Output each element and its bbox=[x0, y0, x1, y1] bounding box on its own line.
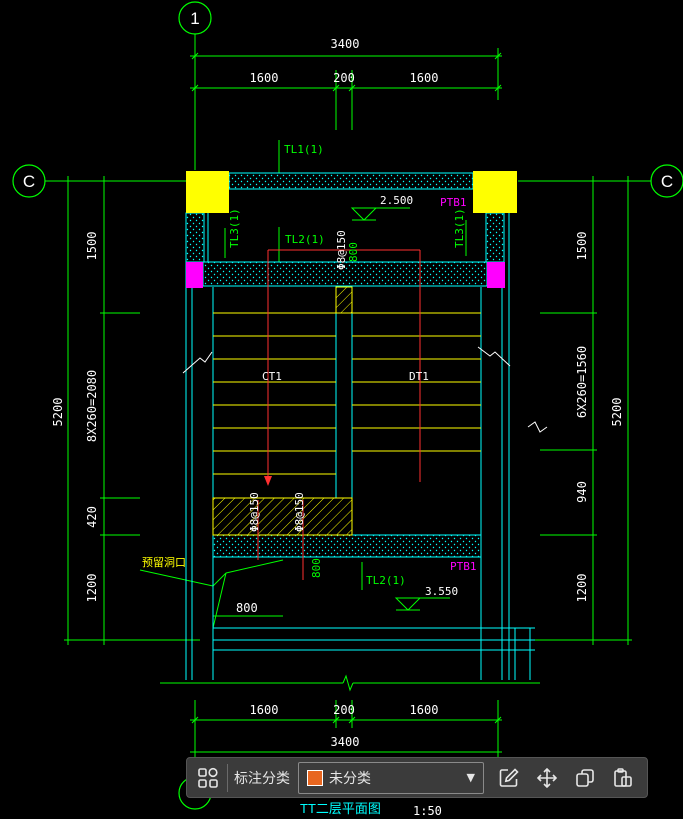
dim-bottom-seg-3: 1600 bbox=[410, 703, 439, 717]
drawing-scale: 1:50 bbox=[413, 804, 442, 818]
label-note: 预留洞口 bbox=[142, 556, 186, 569]
annotations: TL1(1) TL3(1) TL3(1) TL2(1) TL2(1) PTB1 … bbox=[142, 143, 477, 818]
column-top-right bbox=[473, 171, 517, 213]
svg-text:1: 1 bbox=[190, 9, 199, 28]
dim-bottom-total: 3400 bbox=[331, 735, 360, 749]
dim-left-seg-3: 420 bbox=[85, 506, 99, 528]
chevron-down-icon: ▼ bbox=[466, 771, 475, 784]
svg-text:C: C bbox=[23, 172, 35, 191]
walls bbox=[185, 213, 535, 680]
copy-icon[interactable] bbox=[572, 765, 598, 791]
category-color-swatch bbox=[307, 769, 323, 786]
hatch-landing bbox=[212, 497, 353, 536]
grid-apps-icon[interactable] bbox=[195, 765, 221, 791]
dim-left-seg-1: 1500 bbox=[85, 232, 99, 261]
label-tl1-top: TL1(1) bbox=[284, 143, 324, 156]
dim-right-seg-1: 1500 bbox=[575, 232, 589, 261]
elevation-marker-bottom bbox=[394, 597, 422, 611]
beam-tl2-strip-bottom bbox=[212, 534, 482, 558]
stair-treads bbox=[213, 312, 481, 499]
label-rebar-bottom-len: 800 bbox=[310, 558, 323, 578]
dim-top-seg-2: 200 bbox=[333, 71, 355, 85]
category-selected-value: 未分类 bbox=[329, 770, 371, 787]
dimension-texts: 3400 1600 200 1600 1600 200 1600 3400 52… bbox=[51, 37, 624, 749]
dim-right-seg-3: 940 bbox=[575, 481, 589, 503]
label-tl2-top: TL2(1) bbox=[285, 233, 325, 246]
label-rebar-top: Φ8@150 bbox=[335, 230, 348, 270]
label-stair-dt1: DT1 bbox=[409, 370, 429, 383]
wall-strip-left bbox=[185, 212, 205, 263]
axis-bubble-c-left: C bbox=[12, 164, 46, 198]
label-ptb1-bottom: PTB1 bbox=[450, 560, 477, 573]
dim-top-seg-1: 1600 bbox=[250, 71, 279, 85]
drawing-title: TT二层平面图 bbox=[300, 801, 381, 816]
label-rebar-top-len: 800 bbox=[347, 242, 360, 262]
elevation-marker-top bbox=[350, 207, 378, 221]
dim-bottom-seg-2: 200 bbox=[333, 703, 355, 717]
dim-right-seg-4: 1200 bbox=[575, 574, 589, 603]
direction-lines bbox=[257, 249, 421, 580]
edit-icon[interactable] bbox=[496, 765, 522, 791]
label-rebar-bottom-b: Φ8@150 bbox=[293, 492, 306, 532]
label-elev-bottom: 3.550 bbox=[425, 585, 458, 598]
annotation-toolbar: 标注分类 未分类 ▼ bbox=[186, 757, 648, 798]
label-stair-ct1: CT1 bbox=[262, 370, 282, 383]
beam-tl1-strip bbox=[228, 172, 474, 190]
axis-bubble-1: 1 bbox=[178, 1, 212, 35]
label-tl2-bottom: TL2(1) bbox=[366, 574, 406, 587]
label-ptb1-top: PTB1 bbox=[440, 196, 467, 209]
dimension-lines bbox=[45, 34, 651, 760]
label-note-dim: 800 bbox=[236, 601, 258, 615]
dim-left-total: 5200 bbox=[51, 398, 65, 427]
dim-left-seg-2: 8X260=2080 bbox=[85, 370, 99, 442]
wall-strip-right bbox=[485, 212, 505, 263]
hatch-top bbox=[335, 286, 353, 314]
dim-bottom-seg-1: 1600 bbox=[250, 703, 279, 717]
label-tl3-left: TL3(1) bbox=[228, 208, 241, 248]
move-icon[interactable] bbox=[534, 765, 560, 791]
label-elev-top: 2.500 bbox=[380, 194, 413, 207]
column-mid-left bbox=[186, 262, 203, 288]
axis-bubble-c-right: C bbox=[650, 164, 683, 198]
category-select[interactable]: 未分类 ▼ bbox=[298, 761, 484, 794]
label-rebar-bottom-a: Φ8@150 bbox=[248, 492, 261, 532]
direction-arrows bbox=[264, 476, 272, 486]
column-top-left bbox=[186, 171, 229, 213]
category-label: 标注分类 bbox=[234, 770, 290, 787]
dim-left-seg-4: 1200 bbox=[85, 574, 99, 603]
dim-right-seg-2: 6X260=1560 bbox=[575, 346, 589, 418]
label-tl3-right: TL3(1) bbox=[453, 208, 466, 248]
dim-right-total: 5200 bbox=[610, 398, 624, 427]
toolbar-divider bbox=[227, 763, 228, 792]
break-marks bbox=[182, 346, 548, 433]
svg-text:C: C bbox=[661, 172, 673, 191]
dim-top-total: 3400 bbox=[331, 37, 360, 51]
dim-top-seg-3: 1600 bbox=[410, 71, 439, 85]
column-mid-right bbox=[487, 262, 505, 288]
paste-icon[interactable] bbox=[610, 765, 636, 791]
